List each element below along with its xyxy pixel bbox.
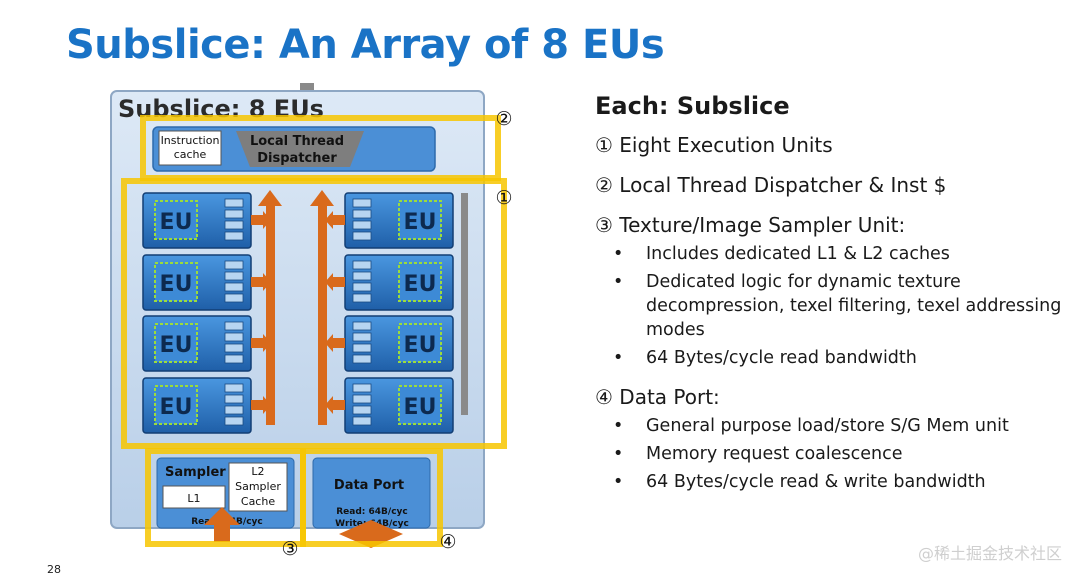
bullet-dot: • [613,348,624,368]
bullet-dot: • [613,472,624,492]
instruction-cache-box [158,130,222,166]
bullet-text: General purpose load/store S/G Mem unit [646,416,1009,436]
item-execution-units: ① Eight Execution Units [595,133,833,157]
eu-block: EU [325,254,454,311]
eu-block: EU [325,377,454,434]
bullet-text: Includes dedicated L1 & L2 caches [646,244,950,264]
eu-block: EU [142,315,271,372]
eu-label: EU [404,210,437,235]
bullet-dot: • [613,244,624,264]
bullet-dot: • [613,416,624,436]
eu-label: EU [160,210,193,235]
slide-title: Subslice: An Array of 8 EUs [66,22,665,68]
description-heading: Each: Subslice [595,92,790,120]
item-dispatcher: ② Local Thread Dispatcher & Inst $ [595,173,947,197]
dispatcher-trapezoid [236,131,364,167]
marker-4: ④ [439,531,456,553]
bullet-text: 64 Bytes/cycle read & write bandwidth [646,472,986,492]
data-port-title: Data Port [334,478,404,493]
bullet-text: Dedicated logic for dynamic texture deco… [646,272,1062,340]
eu-block: EU [325,315,454,372]
page-number: 28 [47,563,61,576]
sampler-title: Sampler [165,465,226,480]
eu-block: EU [142,192,271,249]
eu-label: EU [160,395,193,420]
l2-label-3: Cache [241,495,275,508]
sampler-bullet-1: • Includes dedicated L1 & L2 caches [595,242,1065,266]
right-bus [318,200,327,425]
bullet-text: 64 Bytes/cycle read bandwidth [646,348,917,368]
eu-label: EU [404,395,437,420]
frame-eus [121,178,507,449]
l1-cache-box [162,485,226,509]
sampler-bullet-2: • Dedicated logic for dynamic texture dec… [595,270,1065,342]
highlight-frames [121,115,507,547]
l2-cache-box [228,462,288,512]
left-bus [266,200,275,425]
eu-label: EU [404,272,437,297]
instruction-cache-label-2: cache [174,148,207,161]
data-port-block [312,457,431,529]
l2-label-1: L2 [251,465,264,478]
dataport-bullet-3: • 64 Bytes/cycle read & write bandwidth [595,470,1065,494]
data-port-read-label: Read: 64B/cyc [336,507,408,517]
sampler-bullet-3: • 64 Bytes/cycle read bandwidth [595,346,1065,370]
marker-2: ② [495,108,512,130]
marker-1: ① [495,187,512,209]
marker-3: ③ [281,538,298,560]
right-bus-arrow [310,190,334,206]
eu-array: EU EU EU EU EU EU EU EU [142,192,454,434]
subslice-diagram: Subslice: 8 EUs Instruction cache Local … [110,83,513,560]
dispatcher-label-1: Local Thread [250,134,344,149]
frame-dataport [300,448,443,547]
dataport-bullet-2: • Memory request coalescence [595,442,1065,466]
l2-label-2: Sampler [235,480,281,493]
eu-label: EU [404,333,437,358]
eu-label: EU [160,333,193,358]
side-bus [461,193,468,415]
bullet-text: Memory request coalescence [646,444,903,464]
eu-block: EU [325,192,454,249]
watermark: @稀土掘金技术社区 [917,544,1062,563]
sampler-arrow [204,507,240,542]
eu-block: EU [142,254,271,311]
dispatcher-label-2: Dispatcher [257,151,337,166]
bullet-dot: • [613,272,624,292]
bullet-dot: • [613,444,624,464]
left-bus-arrow [258,190,282,206]
item-sampler: ③ Texture/Image Sampler Unit: [595,213,906,237]
l1-label: L1 [187,492,200,505]
eu-block: EU [142,377,271,434]
item-data-port: ④ Data Port: [595,385,720,409]
instruction-cache-label-1: Instruction [161,134,220,147]
eu-label: EU [160,272,193,297]
subslice-description: Each: Subslice ① Eight Execution Units ②… [595,92,1065,498]
dataport-bullet-1: • General purpose load/store S/G Mem unit [595,414,1065,438]
